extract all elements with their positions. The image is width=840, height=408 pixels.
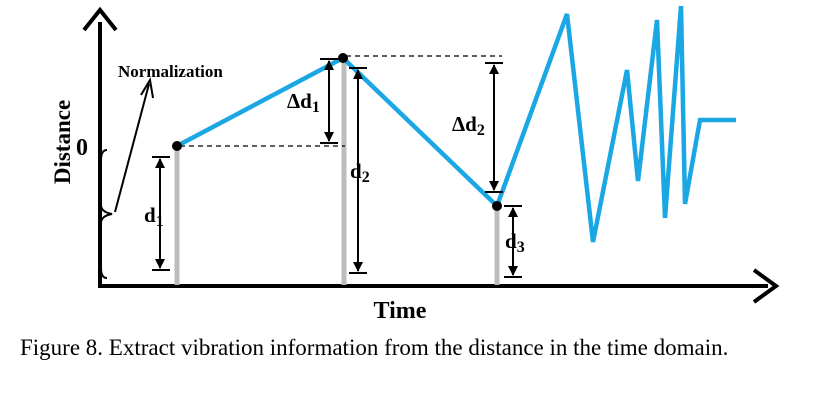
y-axis-arrowhead [82,6,118,32]
label-d3: d3 [505,229,525,256]
sample-point-2 [338,53,348,63]
label-d1: d1 [144,203,164,230]
normalization-annotation [100,77,154,279]
vibration-diagram: Normalization 0 Distance Time d1 Δd1 d2 … [50,5,780,324]
normalization-pointer [114,83,150,213]
y-axis-label: Distance [50,100,75,184]
figure-caption: Figure 8. Extract vibration information … [20,335,729,360]
sample-point-3 [492,201,502,211]
sample-point-1 [172,141,182,151]
label-d2: d2 [350,159,370,186]
normalization-pointer-head [140,77,154,99]
sample-points [172,53,502,211]
label-delta-d2: Δd2 [452,112,485,139]
x-axis-arrowhead [752,268,780,304]
reference-lines [180,55,502,147]
dimension-arrows [152,58,522,278]
axes [82,6,780,304]
zero-label: 0 [76,135,88,161]
normalization-brace [100,149,113,279]
label-delta-d1: Δd1 [287,89,320,116]
normalization-label: Normalization [118,62,223,81]
sample-bars [174,62,500,285]
x-axis-label: Time [374,298,427,324]
